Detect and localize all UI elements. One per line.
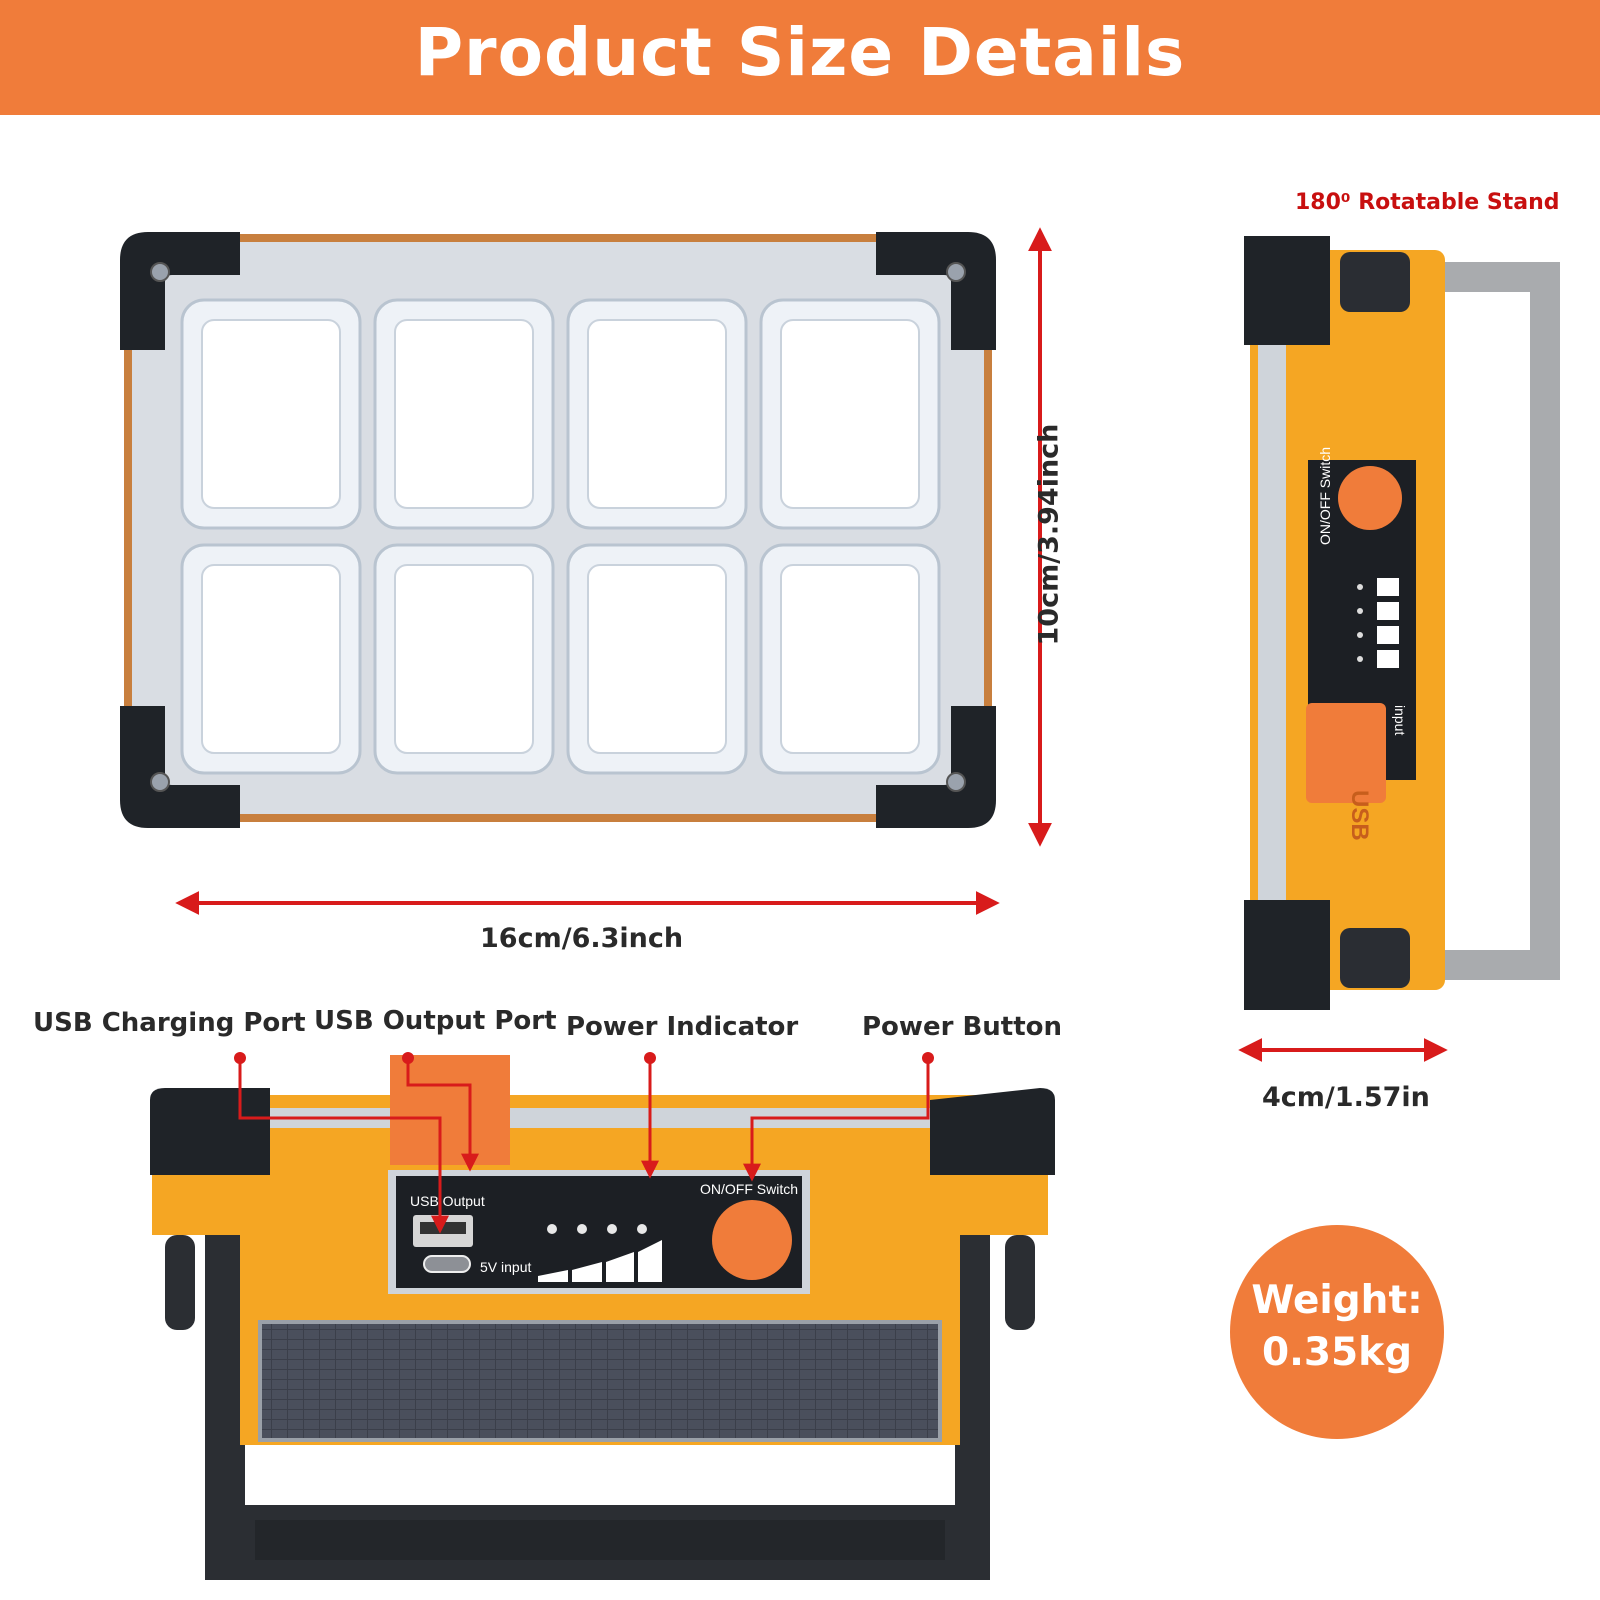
width-label: 16cm/6.3inch [480, 923, 684, 954]
weight-label: Weight: [1251, 1278, 1423, 1323]
power-indicator-label: Power Indicator [566, 1012, 799, 1042]
side-input-text: input [1392, 705, 1408, 735]
battery-bars [538, 1240, 662, 1282]
input-text: 5V input [480, 1259, 531, 1275]
usb-c-input [423, 1255, 471, 1273]
title-banner [0, 0, 1600, 115]
side-usb-text: USB [1346, 790, 1373, 841]
side-power-button [1338, 466, 1402, 530]
height-label: 10cm/3.94inch [1033, 423, 1065, 646]
side-view [1244, 236, 1560, 1010]
callout-lines [238, 1060, 930, 1234]
stand [1420, 262, 1560, 980]
bottom-view [150, 1055, 1055, 1580]
usb-output-port-label: USB Output Port [314, 1006, 557, 1036]
page-title: Product Size Details [414, 14, 1186, 91]
depth-label: 4cm/1.57in [1262, 1082, 1430, 1113]
weight-value: 0.35kg [1261, 1330, 1413, 1375]
switch-text: ON/OFF Switch [700, 1181, 798, 1197]
callout-dots [234, 1052, 934, 1064]
power-button [712, 1200, 792, 1280]
usb-output-text: USB Output [410, 1193, 485, 1209]
side-usb-tab [1306, 703, 1386, 803]
usb-tab [390, 1055, 510, 1165]
power-button-label: Power Button [862, 1012, 1063, 1042]
stand-label: 180⁰ Rotatable Stand [1295, 190, 1560, 215]
side-switch-text: ON/OFF Switch [1317, 447, 1333, 545]
weight-text: Weight: 0.35kg [1230, 1275, 1444, 1379]
corner-caps [120, 232, 996, 828]
front-view [120, 232, 996, 828]
solar-panel [258, 1320, 942, 1442]
led-modules [180, 298, 941, 775]
power-indicator-leds [547, 1224, 647, 1234]
usb-charging-port-label: USB Charging Port [33, 1008, 306, 1038]
weight-badge [1230, 1225, 1444, 1439]
